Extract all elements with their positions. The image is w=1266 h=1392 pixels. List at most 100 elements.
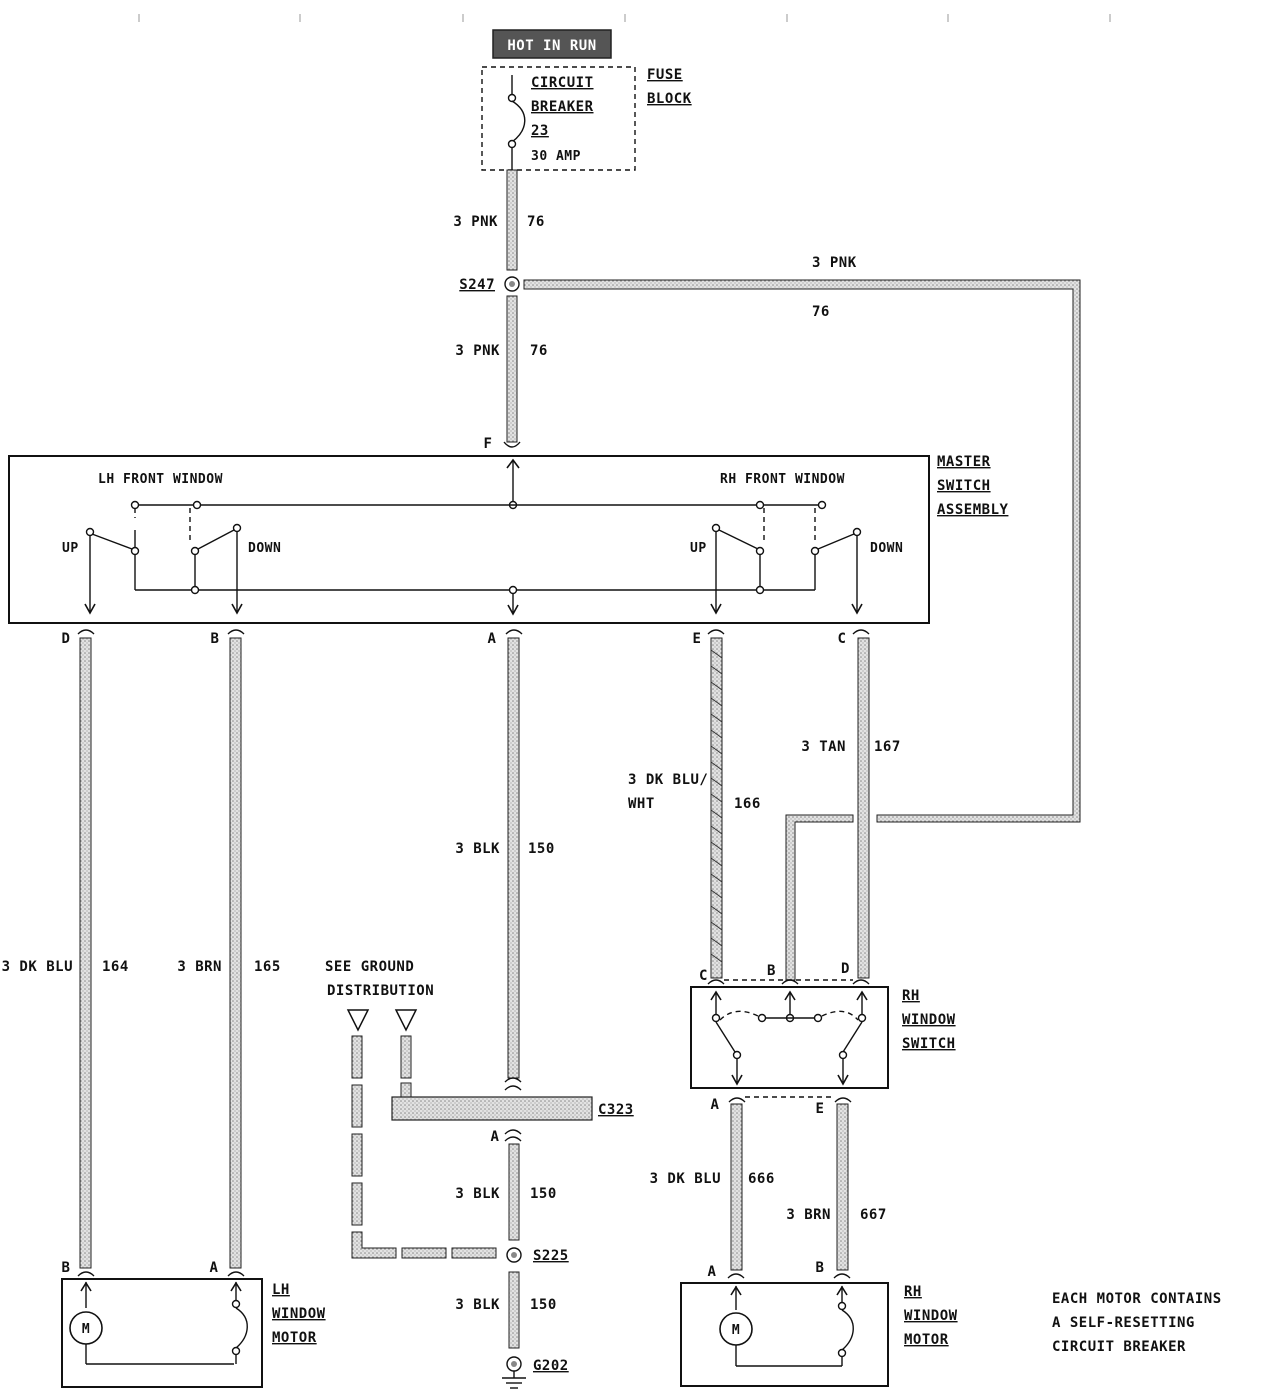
splice-s247: S247: [459, 276, 520, 293]
lh-motor-line2: WINDOW: [272, 1306, 326, 1322]
wire-164: 3 DK BLU 164: [2, 637, 129, 1269]
lh-window-motor: B A M LH WINDOW MOTOR: [61, 1260, 326, 1388]
rh-switch-pin-c: C: [699, 968, 708, 984]
wire-150: 3 BLK 150: [455, 637, 555, 1091]
rh-motor-line2: WINDOW: [904, 1308, 958, 1324]
rh-motor-line1: RH: [904, 1284, 922, 1300]
wire-150-number: 150: [528, 841, 555, 857]
breaker-number: 23: [531, 123, 549, 139]
lh-motor-m: M: [82, 1322, 90, 1337]
wire-667-number: 667: [860, 1207, 887, 1223]
wire-165-number: 165: [254, 959, 281, 975]
c323-pin-a: A: [491, 1129, 500, 1145]
wire-165: 3 BRN 165: [177, 637, 281, 1269]
lh-down-label: DOWN: [248, 541, 281, 556]
rh-motor-pin-a: A: [708, 1264, 717, 1280]
pin-c-label: C: [838, 631, 847, 647]
rh-window-switch: C B D RH WINDOW SWITCH A E: [690, 961, 956, 1117]
rh-switch-pin-a: A: [711, 1097, 720, 1113]
wire-76-top-number: 76: [527, 214, 545, 230]
g202-label: G202: [533, 1358, 569, 1374]
lh-motor-pin-a: A: [210, 1260, 219, 1276]
pin-a-label: A: [488, 631, 497, 647]
rh-window-motor: A B M RH WINDOW MOTOR: [680, 1260, 958, 1387]
wire-666: 3 DK BLU 666: [650, 1103, 775, 1271]
rh-down-label: DOWN: [870, 541, 903, 556]
rh-switch-pin-d: D: [841, 961, 850, 977]
hot-in-run-label: HOT IN RUN: [507, 38, 596, 54]
fuse-block-line2: BLOCK: [647, 91, 692, 107]
wire-150-color: 3 BLK: [455, 841, 500, 857]
wire-76-right-number: 76: [812, 304, 830, 320]
wire-76-mid-number: 76: [530, 343, 548, 359]
master-output-pins: D B A E C: [62, 629, 870, 647]
lh-motor-pin-b: B: [62, 1260, 71, 1276]
rh-up-label: UP: [690, 541, 707, 556]
wire-150c-number: 150: [530, 1297, 557, 1313]
wire-76-top: 3 PNK 76: [453, 169, 545, 271]
lh-motor-line1: LH: [272, 1282, 290, 1298]
wire-666-color: 3 DK BLU: [650, 1171, 721, 1187]
hot-in-run-banner: HOT IN RUN: [492, 29, 612, 59]
wire-166: 3 DK BLU/ WHT 166: [628, 637, 761, 979]
wire-166-color-line1: 3 DK BLU/: [628, 772, 708, 788]
wire-76-mid: 3 PNK 76 F: [455, 295, 548, 452]
rh-motor-line3: MOTOR: [904, 1332, 949, 1348]
note-line1: EACH MOTOR CONTAINS: [1052, 1291, 1222, 1307]
pin-d-label: D: [62, 631, 71, 647]
rh-front-window-label: RH FRONT WINDOW: [720, 472, 845, 487]
connector-c323: C323 A: [391, 1096, 634, 1145]
wire-150b-color: 3 BLK: [455, 1186, 500, 1202]
note-line2: A SELF-RESETTING: [1052, 1315, 1195, 1331]
wire-150-b: 3 BLK 150: [455, 1143, 557, 1241]
rh-switch-pin-b: B: [767, 963, 776, 979]
master-switch-assembly: LH FRONT WINDOW RH FRONT WINDOW MASTER S…: [8, 454, 1009, 624]
wire-164-color: 3 DK BLU: [2, 959, 73, 975]
s225-label: S225: [533, 1248, 569, 1264]
pin-f-label: F: [484, 436, 493, 452]
lh-front-window-label: LH FRONT WINDOW: [98, 472, 223, 487]
master-line3: ASSEMBLY: [937, 502, 1009, 518]
ground-dist-line1: SEE GROUND: [325, 959, 414, 975]
motor-note: EACH MOTOR CONTAINS A SELF-RESETTING CIR…: [1052, 1291, 1222, 1355]
rh-switch-line1: RH: [902, 988, 920, 1004]
breaker-line1: CIRCUIT: [531, 75, 594, 91]
top-ticks: [138, 14, 1111, 22]
rh-switch-line3: SWITCH: [902, 1036, 956, 1052]
note-line3: CIRCUIT BREAKER: [1052, 1339, 1186, 1355]
wire-76-right: 3 PNK 76: [523, 255, 1081, 981]
ground-g202: G202: [502, 1356, 569, 1389]
s247-label: S247: [459, 277, 495, 293]
rh-switch-pin-e: E: [816, 1101, 825, 1117]
fuse-block-line1: FUSE: [647, 67, 683, 83]
fuse-block: CIRCUIT BREAKER 23 30 AMP FUSE BLOCK: [481, 66, 692, 171]
wire-150-c: 3 BLK 150: [455, 1271, 557, 1349]
lh-up-label: UP: [62, 541, 79, 556]
wire-76-top-color: 3 PNK: [453, 214, 498, 230]
breaker-line2: BREAKER: [531, 99, 594, 115]
wire-167-color: 3 TAN: [801, 739, 846, 755]
wire-164-number: 164: [102, 959, 129, 975]
pin-b-label: B: [211, 631, 220, 647]
pin-e-label: E: [693, 631, 702, 647]
wire-166-number: 166: [734, 796, 761, 812]
wire-150c-color: 3 BLK: [455, 1297, 500, 1313]
ground-dist-line2: DISTRIBUTION: [327, 983, 434, 999]
splice-s225: S225: [506, 1247, 569, 1264]
lh-motor-line3: MOTOR: [272, 1330, 317, 1346]
wire-167-number: 167: [874, 739, 901, 755]
master-line1: MASTER: [937, 454, 991, 470]
c323-label: C323: [598, 1102, 634, 1118]
wire-165-color: 3 BRN: [177, 959, 222, 975]
wire-667: 3 BRN 667: [786, 1103, 887, 1271]
rh-motor-m: M: [732, 1323, 740, 1338]
wire-666-number: 666: [748, 1171, 775, 1187]
rh-switch-line2: WINDOW: [902, 1012, 956, 1028]
ground-distribution: SEE GROUND DISTRIBUTION: [325, 959, 497, 1259]
wire-76-right-color: 3 PNK: [812, 255, 857, 271]
rh-motor-pin-b: B: [816, 1260, 825, 1276]
wire-150b-number: 150: [530, 1186, 557, 1202]
breaker-rating: 30 AMP: [531, 149, 581, 164]
wire-167: 3 TAN 167: [801, 637, 901, 979]
